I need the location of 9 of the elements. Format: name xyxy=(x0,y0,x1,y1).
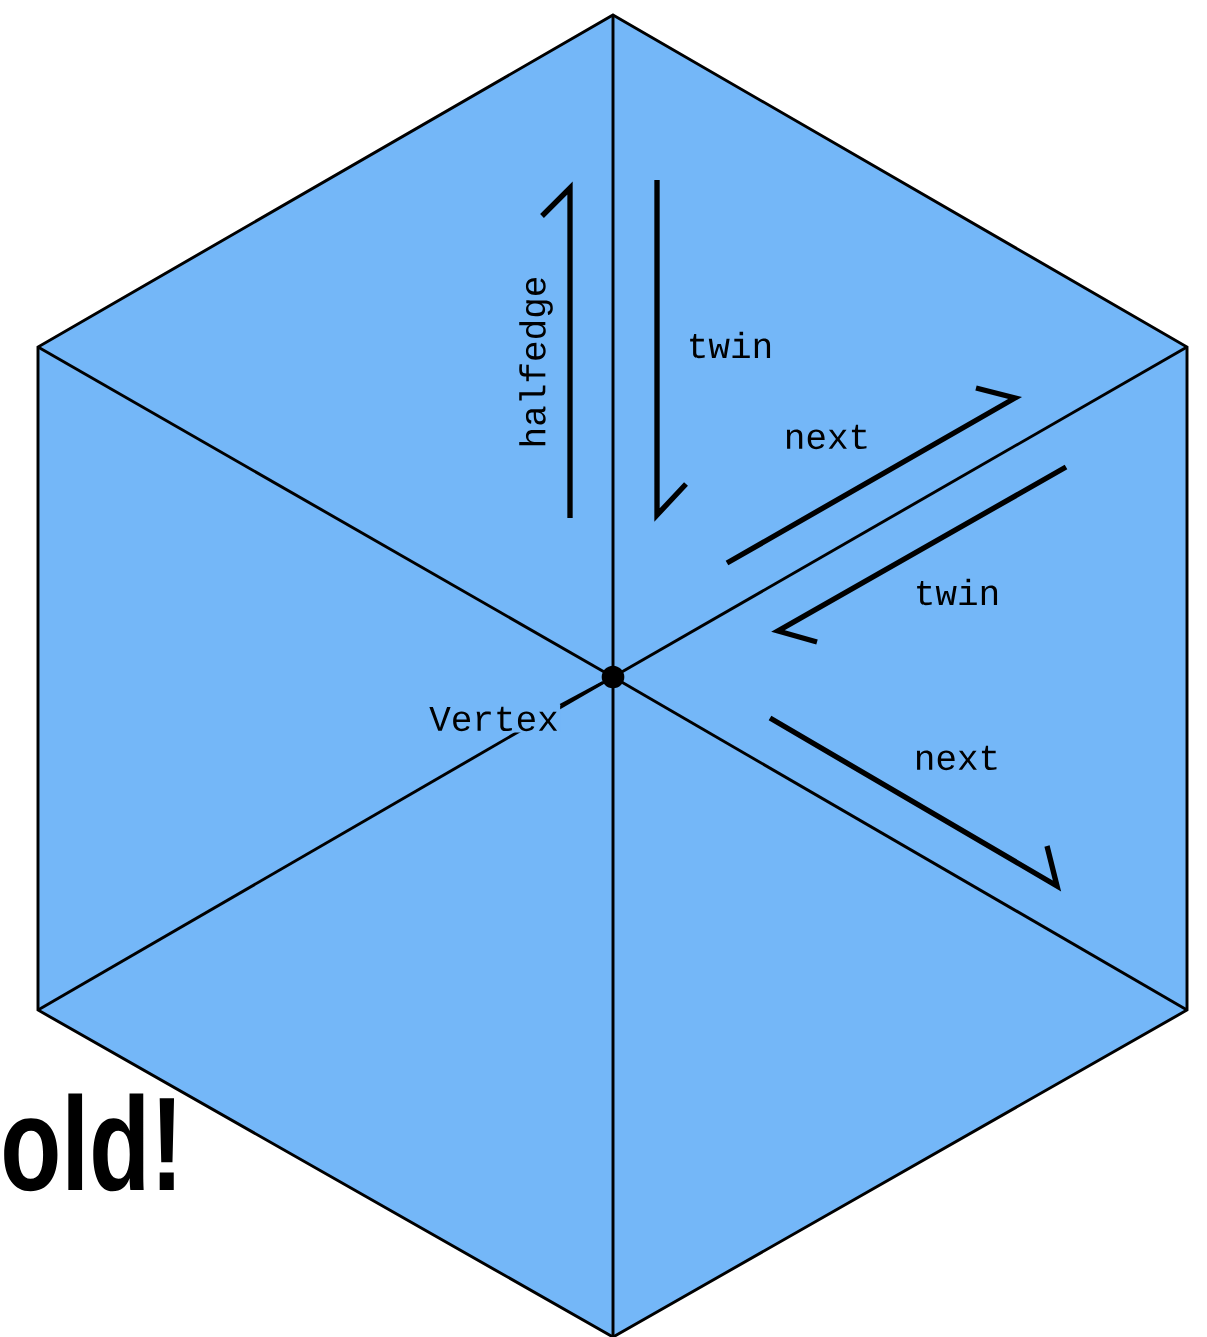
half-edge-label: twin xyxy=(917,578,998,606)
heading-text: old! xyxy=(4,1093,175,1192)
half-edge-label: next xyxy=(786,424,867,450)
vertex-dot xyxy=(601,665,625,689)
leader-line xyxy=(559,681,604,707)
half-edge-label: next xyxy=(916,745,997,771)
vertex-label: Vertex xyxy=(427,705,561,733)
half-edge-label: halfedge xyxy=(519,278,553,446)
half-edge-label: twin xyxy=(690,331,771,359)
